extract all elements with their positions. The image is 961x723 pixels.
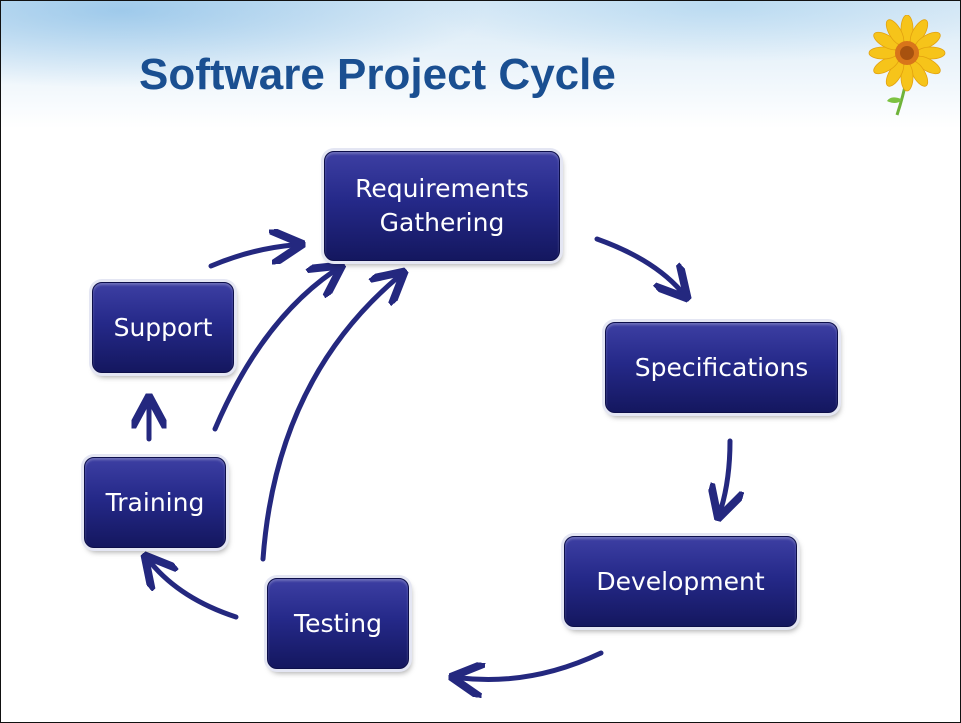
- stage-requirements-gathering: Requirements Gathering: [324, 151, 560, 261]
- stage-training-label: Training: [105, 487, 205, 517]
- stage-training: Training: [84, 457, 226, 548]
- arrow-testing-to-requirements: [260, 278, 397, 562]
- arrow-support-to-requirements: [208, 245, 293, 269]
- stage-testing-label: Testing: [294, 608, 382, 638]
- arrow-specifications-to-development: [721, 438, 730, 509]
- sky-background: [1, 1, 960, 151]
- stage-testing: Testing: [267, 578, 409, 669]
- slide-title: Software Project Cycle: [139, 50, 616, 99]
- arrow-training-to-requirements: [212, 271, 334, 432]
- arrow-testing-to-training: [151, 563, 239, 620]
- stage-support: Support: [92, 282, 234, 373]
- stage-development: Development: [564, 536, 797, 627]
- stage-specifications: Specifications: [605, 322, 838, 413]
- arrow-requirements-to-specifications: [594, 236, 681, 291]
- arrow-development-to-testing: [461, 650, 604, 680]
- stage-requirements-line1: Requirements: [355, 174, 529, 204]
- sunflower-icon: [868, 15, 946, 116]
- stage-support-label: Support: [113, 312, 213, 342]
- stage-requirements-line2: Gathering: [379, 208, 505, 237]
- stage-development-label: Development: [596, 566, 765, 596]
- stage-specifications-label: Specifications: [634, 352, 809, 382]
